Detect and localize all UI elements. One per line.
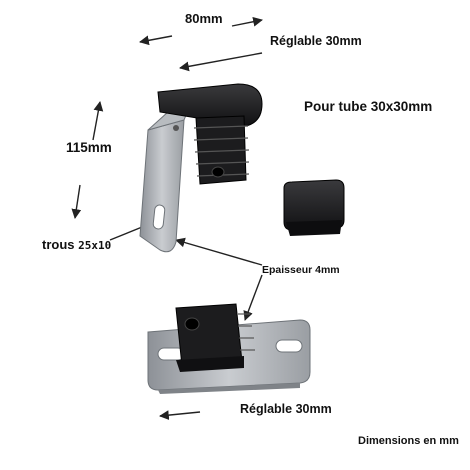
round-hole <box>173 125 179 131</box>
label-thickness: Epaisseur 4mm <box>262 264 340 276</box>
slot-hole <box>275 339 303 353</box>
label-holes-size: 25x10 <box>78 239 112 252</box>
arrow-height <box>71 101 104 219</box>
label-tube: Pour tube 30x30mm <box>304 99 433 114</box>
label-height: 115mm <box>66 140 112 155</box>
upper-insert <box>193 115 250 185</box>
arrow-width <box>139 16 263 46</box>
arrow-adjust-bottom <box>159 410 201 420</box>
arrow-thickness <box>175 237 263 321</box>
label-adjust-top: Réglable 30mm <box>270 34 362 48</box>
lower-insert <box>175 303 255 372</box>
label-holes: trous 25x10 <box>42 237 111 252</box>
slot-hole <box>152 204 166 230</box>
upper-bracket <box>139 105 191 253</box>
arrow-adjust-top <box>179 52 263 72</box>
label-units: Dimensions en mm <box>358 435 459 447</box>
label-width: 80mm <box>185 11 223 26</box>
separate-cap <box>283 179 345 236</box>
upper-cap <box>157 83 263 127</box>
label-holes-word: trous <box>42 237 75 252</box>
label-adjust-bottom: Réglable 30mm <box>240 402 332 416</box>
